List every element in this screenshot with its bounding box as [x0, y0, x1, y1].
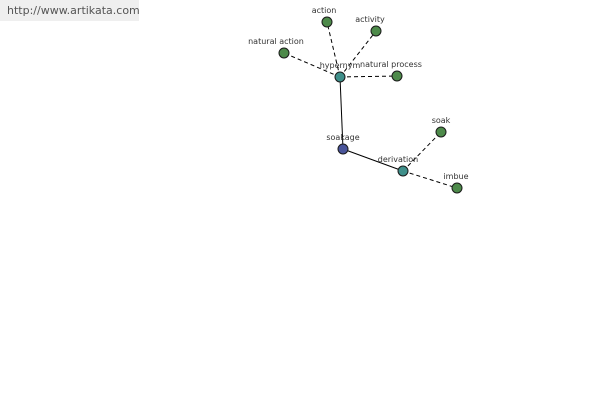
edge-soakage-hypernym: [339, 76, 344, 150]
node-derivation[interactable]: [397, 165, 409, 177]
label-natural-process[interactable]: natural process: [360, 60, 422, 69]
edge-derivation-imbue: [402, 170, 458, 189]
node-natural-action[interactable]: [278, 47, 290, 59]
site-url-link[interactable]: http://www.artikata.com: [7, 4, 140, 17]
edge-soakage-derivation: [342, 148, 404, 172]
node-imbue[interactable]: [451, 182, 463, 194]
edge-hypernym-activity: [339, 30, 377, 78]
label-activity[interactable]: activity: [355, 15, 385, 24]
node-action[interactable]: [321, 16, 333, 28]
node-soakage[interactable]: [337, 143, 349, 155]
label-derivation[interactable]: derivation: [378, 155, 418, 164]
label-action[interactable]: action: [312, 6, 337, 15]
label-soak[interactable]: soak: [432, 116, 451, 125]
node-activity[interactable]: [370, 25, 382, 37]
node-soak[interactable]: [435, 126, 447, 138]
url-banner: http://www.artikata.com: [0, 0, 140, 21]
edge-derivation-soak: [402, 131, 442, 172]
node-hypernym[interactable]: [334, 71, 346, 83]
label-hypernym[interactable]: hypernym: [320, 61, 361, 70]
edge-hypernym-natural-action: [283, 52, 341, 78]
node-natural-process[interactable]: [391, 70, 403, 82]
edge-hypernym-natural-process: [339, 75, 398, 78]
edge-hypernym-action: [326, 21, 341, 78]
label-soakage[interactable]: soakage: [326, 133, 359, 142]
label-imbue[interactable]: imbue: [443, 172, 468, 181]
label-natural-action[interactable]: natural action: [248, 37, 304, 46]
